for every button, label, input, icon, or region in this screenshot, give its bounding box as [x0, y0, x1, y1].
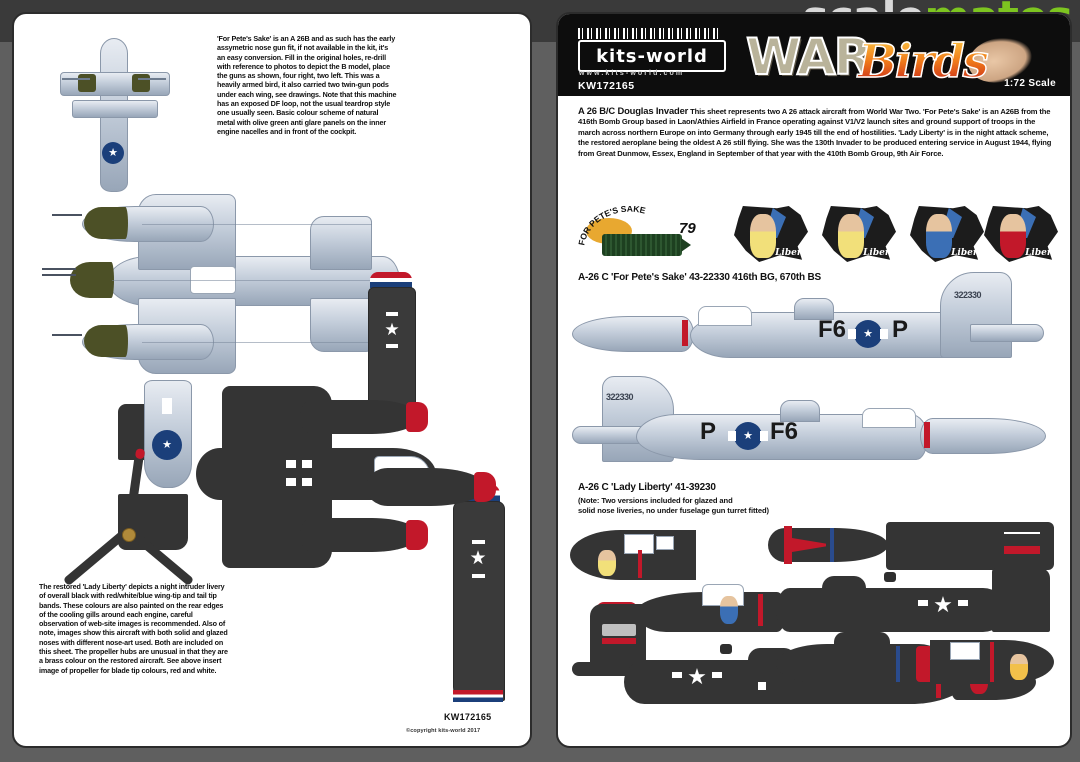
- figure-shape: [750, 214, 776, 258]
- nose-inset-glazed-1: [570, 530, 696, 588]
- squadron-code-right: F6: [770, 418, 799, 445]
- nose-art-decal: [1010, 654, 1028, 680]
- lady-label: Liberty: [863, 248, 899, 258]
- left-bottom-note: The restored 'Lady Liberty' depicts a ni…: [39, 582, 228, 675]
- lady-liberty-decal-2: Liberty: [816, 204, 902, 264]
- header-part-number: KW172165: [578, 80, 635, 92]
- birds-word: Birds: [857, 33, 989, 89]
- war-word: WAR: [745, 27, 873, 87]
- nose-art-decal: [720, 596, 738, 624]
- nose-and-tail-detail: [768, 522, 1054, 582]
- figure-shape: [1000, 214, 1026, 258]
- caption-for-petes-sake: A-26 C 'For Pete's Sake' 43-22330 416th …: [578, 272, 821, 283]
- sheet-description: A 26 B/C Douglas Invader This sheet repr…: [578, 105, 1052, 159]
- kits-world-logo: kits-world: [578, 40, 726, 72]
- squadron-code-left: F6: [818, 316, 847, 343]
- right-instruction-sheet: kits-world www.kits-world.com KW172165 1…: [556, 12, 1072, 748]
- sheet-header: kits-world www.kits-world.com KW172165 1…: [558, 14, 1070, 96]
- tail-fin-black-striped: ★: [366, 272, 416, 413]
- tail-serial: 322330: [606, 392, 634, 402]
- star-glyph: ★: [384, 320, 400, 339]
- barcode-icon: [578, 28, 722, 39]
- left-top-note: 'For Pete's Sake' is an A 26B and as suc…: [217, 34, 397, 136]
- description-title: A 26 B/C Douglas Invader: [578, 105, 689, 116]
- tail-serial: 322330: [954, 290, 982, 300]
- star-glyph: ★: [469, 548, 487, 569]
- note-line-2: solid nose liveries, no under fuselage g…: [578, 506, 769, 515]
- us-star-roundel: ★: [152, 430, 182, 460]
- propeller-illustration: [62, 448, 195, 587]
- petes-sake-decal: FOR PETE'S SAKE 79: [578, 206, 698, 264]
- us-star-roundel: ★: [734, 422, 762, 450]
- bomb-decal: [602, 234, 691, 256]
- lady-label: Liberty: [951, 248, 987, 258]
- decal-artwork-row: FOR PETE'S SAKE 79 Liberty Liberty Liber…: [578, 204, 1061, 266]
- left-instruction-sheet: ★ 'For Pete's Sake' is an A 26B and as s…: [12, 12, 532, 748]
- lady-liberty-decal-1: Liberty: [728, 204, 814, 264]
- us-star-roundel: ★: [102, 142, 124, 164]
- aircraft-top-view-natural-metal: [42, 194, 402, 384]
- petes-number: 79: [679, 220, 696, 237]
- nose-art-decal: [598, 550, 616, 576]
- caption-lady-liberty: A-26 C 'Lady Liberty' 41-39230: [578, 482, 716, 493]
- star-glyph: ★: [687, 664, 707, 689]
- warbirds-series-logo: WAR Birds: [738, 20, 1038, 94]
- lady-label: Liberty: [1025, 248, 1061, 258]
- star-glyph: ★: [933, 592, 953, 617]
- description-body: This sheet represents two A 26 attack ai…: [578, 107, 1052, 158]
- figure-shape: [926, 214, 952, 258]
- left-copyright: ©copyright kits-world 2017: [406, 728, 481, 734]
- scale-label: 1:72 Scale: [1004, 78, 1056, 89]
- note-line-1: (Note: Two versions included for glazed …: [578, 496, 733, 505]
- squadron-code-left: P: [700, 418, 717, 445]
- profile-lady-liberty-glazed: ★: [636, 568, 1050, 642]
- lady-liberty-decal-3: Liberty: [904, 204, 990, 264]
- figure-shape: [838, 214, 864, 258]
- tail-fin-black-striped-large: ★: [452, 484, 505, 716]
- engine-nacelle-detail: [366, 464, 506, 510]
- left-part-number: KW172165: [444, 712, 492, 722]
- brand-url: www.kits-world.com: [579, 70, 685, 77]
- squadron-code-right: P: [892, 316, 909, 343]
- nose-inset-solid-2: [930, 640, 1054, 688]
- lady-label: Liberty: [775, 248, 811, 258]
- tail-emblem-decal: [602, 624, 636, 636]
- aircraft-top-plan-small: ★: [54, 34, 174, 194]
- lady-liberty-decal-4: Liberty: [978, 204, 1064, 264]
- us-star-roundel: ★: [854, 320, 882, 348]
- fuselage-detail-plan: ★: [140, 380, 196, 488]
- profile-petes-sake-port: ★ P F6 322330: [572, 376, 1046, 482]
- caption-lady-liberty-note: (Note: Two versions included for glazed …: [578, 496, 769, 516]
- profile-petes-sake-starboard: ★ F6 P 322330: [572, 272, 1044, 382]
